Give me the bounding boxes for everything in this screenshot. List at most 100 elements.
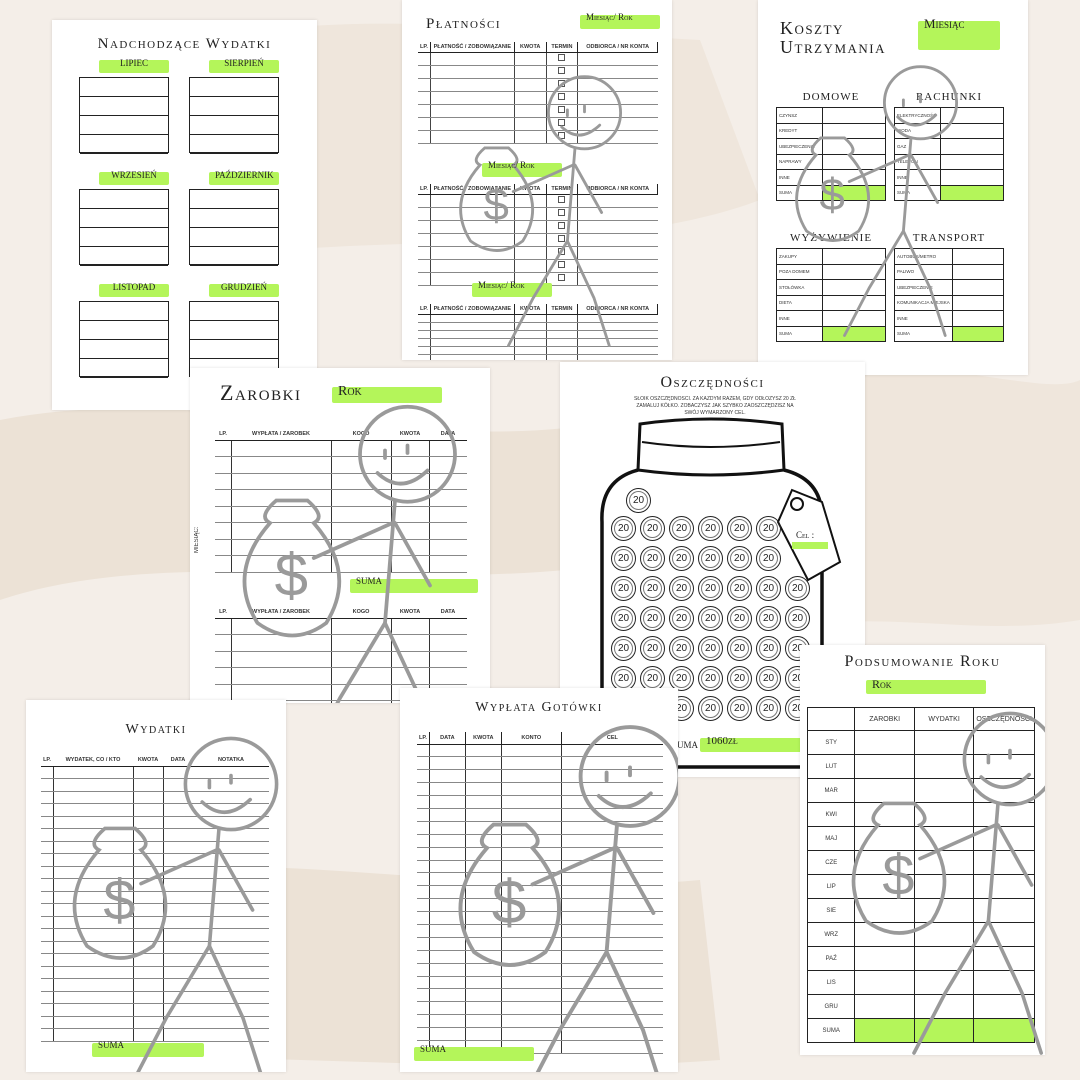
value-cell[interactable] bbox=[973, 730, 1035, 755]
value-cell[interactable] bbox=[939, 138, 1005, 155]
value-cell[interactable] bbox=[973, 970, 1035, 995]
value-cell[interactable] bbox=[854, 826, 915, 851]
savings-coin[interactable]: 20 bbox=[698, 516, 723, 541]
value-cell[interactable] bbox=[913, 946, 975, 971]
savings-coin[interactable]: 20 bbox=[669, 636, 694, 661]
payment-checkbox[interactable] bbox=[558, 54, 566, 61]
payment-checkbox[interactable] bbox=[558, 196, 566, 203]
savings-coin[interactable]: 20 bbox=[669, 666, 694, 691]
value-cell[interactable] bbox=[821, 138, 887, 155]
value-cell[interactable] bbox=[939, 122, 1005, 139]
savings-coin[interactable]: 20 bbox=[727, 636, 752, 661]
savings-coin[interactable]: 20 bbox=[640, 546, 665, 571]
savings-coin[interactable]: 20 bbox=[756, 666, 781, 691]
savings-coin[interactable]: 20 bbox=[727, 606, 752, 631]
value-cell[interactable] bbox=[973, 922, 1035, 947]
value-cell[interactable] bbox=[973, 874, 1035, 899]
value-cell[interactable] bbox=[973, 778, 1035, 803]
savings-coin[interactable]: 20 bbox=[756, 516, 781, 541]
value-cell[interactable] bbox=[854, 850, 915, 875]
value-cell[interactable] bbox=[854, 730, 915, 755]
savings-coin[interactable]: 20 bbox=[611, 606, 636, 631]
value-cell[interactable] bbox=[854, 874, 915, 899]
payment-checkbox[interactable] bbox=[558, 222, 566, 229]
value-cell[interactable] bbox=[939, 153, 1005, 170]
value-cell[interactable] bbox=[913, 730, 975, 755]
value-cell[interactable] bbox=[821, 153, 887, 170]
savings-coin[interactable]: 20 bbox=[698, 576, 723, 601]
value-cell[interactable] bbox=[821, 279, 887, 296]
savings-coin[interactable]: 20 bbox=[727, 696, 752, 721]
value-cell[interactable] bbox=[854, 946, 915, 971]
sum-cell[interactable] bbox=[973, 1018, 1035, 1043]
savings-coin[interactable]: 20 bbox=[727, 666, 752, 691]
savings-coin[interactable]: 20 bbox=[698, 636, 723, 661]
value-cell[interactable] bbox=[951, 279, 1005, 296]
value-cell[interactable] bbox=[913, 802, 975, 827]
value-cell[interactable] bbox=[854, 922, 915, 947]
sum-cell[interactable] bbox=[821, 325, 887, 342]
value-cell[interactable] bbox=[913, 898, 975, 923]
savings-coin[interactable]: 20 bbox=[698, 666, 723, 691]
value-cell[interactable] bbox=[854, 970, 915, 995]
payment-checkbox[interactable] bbox=[558, 235, 566, 242]
value-cell[interactable] bbox=[821, 294, 887, 311]
value-cell[interactable] bbox=[821, 122, 887, 139]
payment-checkbox[interactable] bbox=[558, 261, 566, 268]
value-cell[interactable] bbox=[913, 922, 975, 947]
savings-coin[interactable]: 20 bbox=[611, 546, 636, 571]
payment-checkbox[interactable] bbox=[558, 119, 566, 126]
value-cell[interactable] bbox=[973, 754, 1035, 779]
sum-cell[interactable] bbox=[913, 1018, 975, 1043]
payment-checkbox[interactable] bbox=[558, 248, 566, 255]
value-cell[interactable] bbox=[913, 874, 975, 899]
value-cell[interactable] bbox=[913, 970, 975, 995]
savings-coin[interactable]: 20 bbox=[640, 516, 665, 541]
payment-checkbox[interactable] bbox=[558, 132, 566, 139]
savings-coin[interactable]: 20 bbox=[640, 636, 665, 661]
savings-coin[interactable]: 20 bbox=[698, 546, 723, 571]
sum-cell[interactable] bbox=[854, 1018, 915, 1043]
savings-coin[interactable]: 20 bbox=[785, 576, 810, 601]
savings-coin[interactable]: 20 bbox=[727, 546, 752, 571]
savings-coin[interactable]: 20 bbox=[669, 516, 694, 541]
value-cell[interactable] bbox=[913, 826, 975, 851]
savings-coin[interactable]: 20 bbox=[756, 576, 781, 601]
sum-cell[interactable] bbox=[939, 184, 1005, 201]
value-cell[interactable] bbox=[973, 802, 1035, 827]
value-cell[interactable] bbox=[939, 169, 1005, 186]
value-cell[interactable] bbox=[939, 107, 1005, 124]
value-cell[interactable] bbox=[821, 310, 887, 327]
value-cell[interactable] bbox=[854, 898, 915, 923]
value-cell[interactable] bbox=[821, 263, 887, 280]
savings-coin[interactable]: 20 bbox=[698, 606, 723, 631]
savings-coin[interactable]: 20 bbox=[611, 576, 636, 601]
value-cell[interactable] bbox=[821, 169, 887, 186]
value-cell[interactable] bbox=[951, 248, 1005, 265]
savings-coin[interactable]: 20 bbox=[669, 576, 694, 601]
payment-checkbox[interactable] bbox=[558, 80, 566, 87]
savings-coin[interactable]: 20 bbox=[611, 636, 636, 661]
payment-checkbox[interactable] bbox=[558, 106, 566, 113]
value-cell[interactable] bbox=[854, 754, 915, 779]
savings-coin[interactable]: 20 bbox=[640, 576, 665, 601]
savings-coin[interactable]: 20 bbox=[698, 696, 723, 721]
value-cell[interactable] bbox=[973, 898, 1035, 923]
savings-coin[interactable]: 20 bbox=[669, 606, 694, 631]
savings-coin[interactable]: 20 bbox=[756, 606, 781, 631]
payment-checkbox[interactable] bbox=[558, 67, 566, 74]
sum-cell[interactable] bbox=[821, 184, 887, 201]
value-cell[interactable] bbox=[821, 248, 887, 265]
savings-coin[interactable]: 20 bbox=[626, 488, 651, 513]
payment-checkbox[interactable] bbox=[558, 93, 566, 100]
value-cell[interactable] bbox=[951, 294, 1005, 311]
savings-coin[interactable]: 20 bbox=[727, 516, 752, 541]
value-cell[interactable] bbox=[951, 310, 1005, 327]
savings-coin[interactable]: 20 bbox=[756, 636, 781, 661]
payment-checkbox[interactable] bbox=[558, 274, 566, 281]
value-cell[interactable] bbox=[913, 994, 975, 1019]
value-cell[interactable] bbox=[821, 107, 887, 124]
value-cell[interactable] bbox=[854, 994, 915, 1019]
value-cell[interactable] bbox=[854, 802, 915, 827]
payment-checkbox[interactable] bbox=[558, 209, 566, 216]
